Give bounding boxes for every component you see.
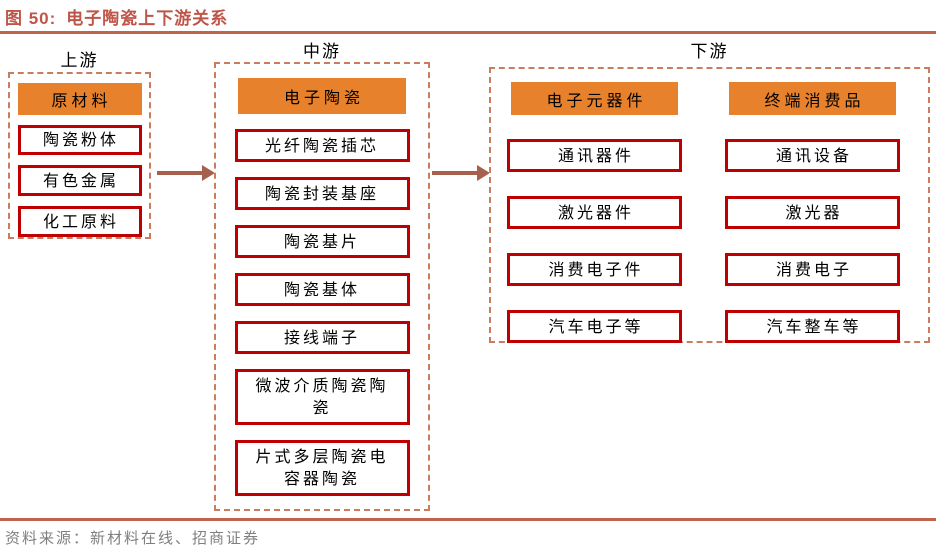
downstream-item: 激光器件	[507, 196, 682, 229]
figure-name: 电子陶瓷上下游关系	[66, 9, 229, 28]
upstream-to-midstream-arrow	[157, 165, 215, 181]
arrow-line	[432, 171, 477, 175]
downstream-item: 消费电子件	[507, 253, 682, 286]
arrow-head-icon	[477, 165, 490, 181]
midstream-item: 光纤陶瓷插芯	[234, 129, 410, 162]
source-note: 资料来源：新材料在线、招商证券	[5, 529, 261, 547]
midstream-header: 电子陶瓷	[238, 78, 406, 114]
upstream-item: 陶瓷粉体	[17, 124, 142, 156]
downstream-item: 激光器	[725, 196, 900, 229]
midstream-item: 陶瓷基体	[234, 273, 410, 306]
downstream-group: 电子元器件 通讯器件 激光器件 消费电子件 汽车电子等 终端消费品 通讯设备 激…	[489, 67, 930, 343]
midstream-label: 中游	[303, 42, 341, 62]
midstream-item: 陶瓷封装基座	[234, 177, 410, 210]
downstream-item: 汽车电子等	[507, 310, 682, 343]
downstream-item: 通讯设备	[725, 139, 900, 172]
figure-title: 图 50: 电子陶瓷上下游关系	[5, 4, 228, 29]
downstream-components-header: 电子元器件	[511, 82, 678, 115]
upstream-label: 上游	[60, 51, 99, 71]
upstream-item: 有色金属	[17, 165, 142, 197]
downstream-consumer-header: 终端消费品	[729, 82, 896, 115]
downstream-column-consumer: 终端消费品 通讯设备 激光器 消费电子 汽车整车等	[725, 82, 900, 343]
midstream-item: 接线端子	[234, 321, 410, 354]
upstream-header: 原材料	[17, 83, 142, 115]
midstream-to-downstream-arrow	[432, 165, 490, 181]
upstream-item: 化工原料	[17, 206, 142, 237]
midstream-item: 微波介质陶瓷陶瓷	[234, 369, 410, 425]
downstream-label: 下游	[690, 42, 729, 62]
arrow-head-icon	[202, 165, 215, 181]
downstream-item: 汽车整车等	[725, 310, 900, 343]
midstream-item: 陶瓷基片	[234, 225, 410, 258]
bottom-divider	[0, 518, 936, 521]
title-divider	[0, 31, 936, 34]
upstream-group: 原材料 陶瓷粉体 有色金属 化工原料	[8, 72, 151, 239]
downstream-column-components: 电子元器件 通讯器件 激光器件 消费电子件 汽车电子等	[507, 82, 682, 343]
midstream-group: 电子陶瓷 光纤陶瓷插芯 陶瓷封装基座 陶瓷基片 陶瓷基体 接线端子 微波介质陶瓷…	[214, 62, 430, 511]
midstream-item: 片式多层陶瓷电容器陶瓷	[234, 440, 410, 496]
downstream-item: 通讯器件	[507, 139, 682, 172]
figure-number: 图 50:	[5, 9, 57, 28]
arrow-line	[157, 171, 202, 175]
downstream-item: 消费电子	[725, 253, 900, 286]
